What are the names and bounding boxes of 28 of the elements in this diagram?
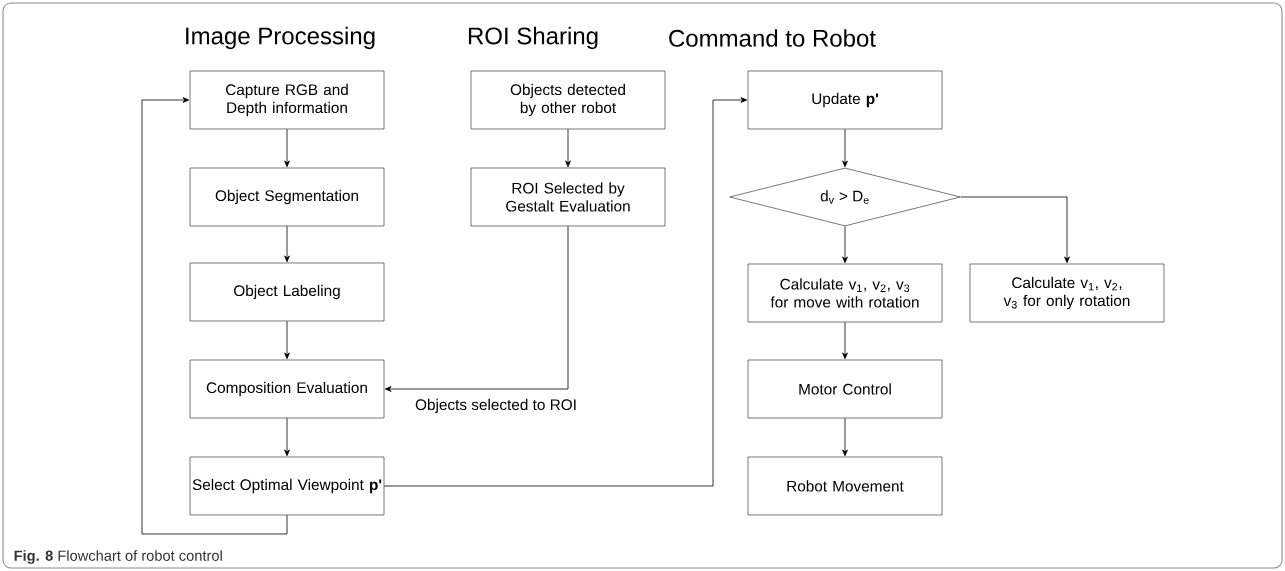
arrow [384,225,569,392]
process-box: Update p' [747,70,943,130]
arrow [842,417,848,457]
arrow [960,196,1070,264]
process-box: Object Segmentation [189,167,385,227]
arrow [383,97,748,487]
arrow [565,128,571,168]
column-heading: Command to Robot [669,29,876,47]
process-box: Robot Movement [747,456,943,516]
process-box: Calculate v$_{1}$, v$_{2}$, v$_{3}$ for only rotation [969,263,1165,323]
process-box: Select Optimal Viewpoint p' [189,456,385,516]
arrow [842,128,848,168]
arrow [284,225,290,263]
process-box: Capture RGB and Depth information [189,70,385,130]
process-box: ROI Selected by Gestalt Evaluation [470,167,666,227]
edge-label: Objects selected to ROI [413,397,579,415]
arrow [842,321,848,360]
arrow [842,225,848,264]
figure-caption: Fig. 8 Flowchart of robot control [14,550,222,564]
arrow [141,97,288,535]
process-box: Objects detected by other robot [470,70,666,130]
process-box: Motor Control [747,359,943,419]
process-box: Object Labeling [189,262,385,322]
process-box: Composition Evaluation [189,359,385,419]
arrow [284,320,290,360]
process-box: Calculate v$_{1}$, v$_{2}$, v$_{3}$ for move with rotation [747,263,943,323]
arrow [284,417,290,457]
arrow [284,128,290,168]
